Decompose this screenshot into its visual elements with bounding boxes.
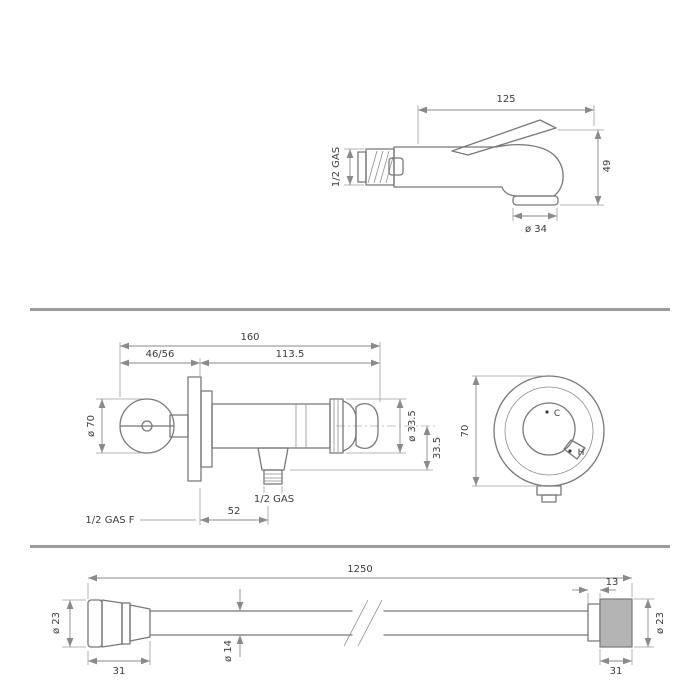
spray-lever — [451, 119, 557, 156]
rosette-flange — [200, 390, 213, 468]
nipple-thread-lines — [264, 473, 282, 482]
valve-body — [211, 403, 331, 449]
handle-hub — [141, 420, 153, 432]
divider-line — [30, 308, 670, 311]
hose-left-cap — [87, 599, 103, 648]
rosette-front — [493, 375, 605, 487]
dim-hose-right-nut-diameter: ø 23 — [655, 612, 666, 634]
cone-knurled-ring — [329, 398, 344, 454]
knob-front — [522, 402, 576, 456]
dim-mixer-outlet-offset: 52 — [228, 506, 241, 517]
front-outlet-lower — [541, 494, 557, 503]
dim-mixer-total-length: 160 — [240, 332, 259, 343]
dim-mixer-body-length: 113.5 — [276, 349, 305, 360]
label-mixer-inlet-thread: 1/2 GAS F — [85, 515, 134, 526]
dim-mixer-outlet-drop: 33.5 — [432, 437, 443, 459]
dim-hose-left-nut-length: 31 — [113, 666, 126, 677]
hose-left-neck — [129, 604, 151, 642]
mixer-front-view: C H 70 — [460, 375, 605, 503]
dim-hose-right-collar-width: 13 — [606, 577, 619, 588]
dim-mixer-wall-range: 46/56 — [146, 349, 175, 360]
hose-left-taper — [101, 599, 123, 648]
label-mixer-outlet-thread: 1/2 GAS — [254, 494, 294, 505]
spray-thread — [365, 148, 395, 186]
label-cold: C — [554, 409, 560, 419]
hose-right-nut — [599, 598, 633, 648]
dim-hose-left-nut-diameter: ø 23 — [51, 612, 62, 634]
outlet-nipple — [263, 469, 283, 485]
dim-spray-length: 125 — [496, 94, 515, 105]
dim-mixer-cone-diameter: ø 33.5 — [407, 410, 418, 442]
rosette-rim — [504, 386, 594, 476]
dim-hose-tube-diameter: ø 14 — [223, 640, 234, 662]
knurl-lines — [333, 400, 339, 452]
hose-tube — [149, 610, 589, 636]
label-spray-inlet-thread: 1/2 GAS — [331, 147, 342, 187]
knob-lever — [563, 439, 586, 460]
dim-hose-right-nut-length: 31 — [610, 666, 623, 677]
hand-spray-side-view: 125 49 ø 34 1/2 GAS — [331, 94, 613, 235]
hose-drawing: 1250 ø 23 31 ø 14 13 — [51, 564, 666, 677]
break-marks — [343, 599, 383, 647]
spray-button — [388, 157, 404, 176]
wall-rosette — [187, 376, 202, 482]
dim-spray-nozzle-diameter: ø 34 — [525, 224, 547, 235]
label-hot: H — [578, 448, 585, 458]
dim-mixer-handle-diameter: ø 70 — [86, 415, 97, 437]
hose-left-ring — [121, 602, 131, 645]
spray-inlet-cap — [357, 151, 367, 183]
front-outlet-upper — [536, 485, 562, 496]
spray-thread-hatch — [367, 150, 394, 184]
cone-end — [355, 402, 379, 450]
dim-mixer-front-diameter: 70 — [460, 425, 471, 438]
spray-body — [393, 144, 564, 197]
spray-nozzle — [512, 195, 559, 206]
mixer-side-view: 160 46/56 113.5 ø 70 ø 33.5 33.5 1/2 GAS… — [85, 332, 443, 526]
cold-dot — [545, 410, 549, 414]
hose-right-collar — [587, 603, 601, 642]
dim-spray-height: 49 — [602, 160, 613, 173]
divider-line — [30, 545, 670, 548]
dim-hose-length: 1250 — [347, 564, 372, 575]
hot-dot — [568, 449, 572, 453]
outlet-spout — [257, 447, 289, 471]
